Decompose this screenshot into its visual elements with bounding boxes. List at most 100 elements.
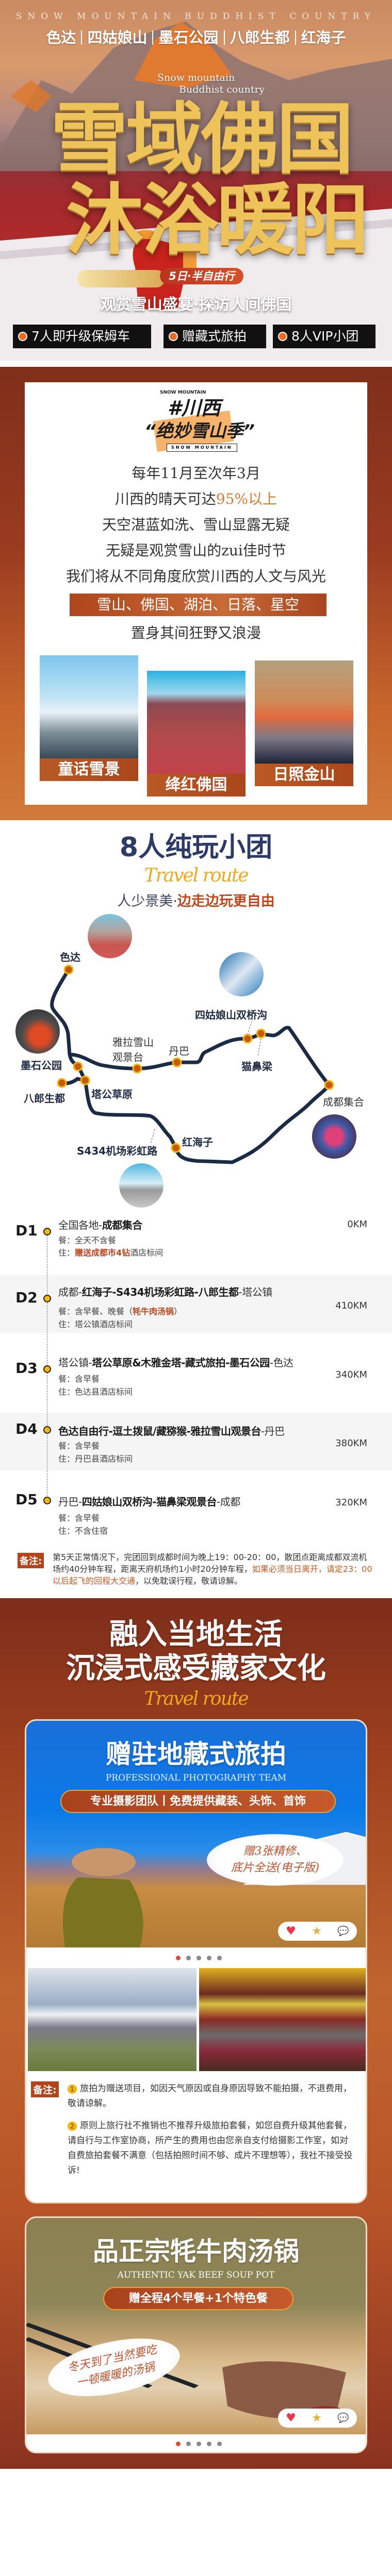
tibetan-portrait-photo — [26, 1721, 366, 1947]
hero-subtitle: 观赏雪山盛宴·探访人间佛国 — [100, 296, 292, 314]
day-meal: 餐：全天不含餐 — [58, 1233, 116, 1246]
label-line: 观景台 — [112, 1051, 143, 1063]
route-title: 8人纯玩小团 — [119, 832, 273, 863]
day-distance: 380KM — [335, 1438, 367, 1449]
day-title: 色达自由行-逗土拨鼠/藏猕猴-雅拉雪山观景台-丹巴 — [58, 1423, 285, 1438]
stop-seda-dot — [63, 964, 74, 975]
leader-lines — [150, 1018, 262, 1144]
carousel-dot[interactable] — [186, 2442, 191, 2446]
meal-text: ） — [174, 1307, 183, 1316]
map-label-siguniang: 四姑娘山双桥沟 — [195, 1009, 267, 1021]
intro-section: SNOW MOUNTAIN #川西 “绝妙雪山季” SNOW MOUNTAIN … — [0, 367, 392, 820]
feature-badge: 8人VIP小团 — [273, 325, 375, 348]
title-bold: 色达自由行-逗土拨鼠/藏猕猴-雅拉雪山观景台 — [58, 1425, 261, 1437]
title-part: -塔公镇 — [238, 1286, 272, 1298]
moshi-photo — [15, 1009, 60, 1054]
route-script-title: Travel route — [144, 865, 249, 886]
star-icon[interactable]: ★ — [312, 1925, 322, 1938]
logo-box-text: SNOW MOUNTAIN — [167, 444, 237, 452]
day-distance: 320KM — [335, 1497, 367, 1508]
intro-line: 无疑是观赏雪山的zui佳时节 — [106, 542, 286, 559]
carousel-dot[interactable] — [207, 2442, 211, 2446]
yak-soup-photo — [26, 2218, 366, 2434]
stay-label: 住： — [58, 1454, 75, 1464]
heart-icon[interactable]: ♥ — [286, 2412, 296, 2425]
bullet-dot-icon — [18, 332, 27, 341]
title-part: 成都- — [58, 1286, 82, 1298]
note-label: 备注: — [31, 2081, 59, 2097]
food-card-title: 品正宗牦牛肉汤锅 — [93, 2236, 299, 2266]
route-note: 第5天正常情况下，完团回到成都时间为晚上19：00-20：00，散团点距离成都双… — [53, 1551, 374, 1587]
separator — [152, 30, 154, 45]
comment-icon[interactable]: 💬 — [337, 2413, 349, 2424]
carousel-dot[interactable] — [176, 2442, 181, 2446]
intro-line: 置身其间狂野又浪漫 — [130, 624, 261, 641]
route-map-area: 色达 墨石公园 塔公草原 八郎生都 雅拉雪山观景台 丹巴 四姑娘山双桥沟 猫鼻梁… — [0, 774, 392, 1217]
star-icon[interactable]: ★ — [312, 2412, 322, 2425]
route-map — [50, 964, 334, 1164]
map-label-s434: S434机场彩虹路 — [77, 1145, 158, 1157]
reaction-bar: ♥ ★ 💬 — [278, 1922, 357, 1941]
day-row-highlight — [0, 1413, 392, 1471]
separator — [295, 30, 296, 45]
photo-card-subtitle: PROFESSIONAL PHOTOGRAPHY TEAM — [105, 1773, 287, 1783]
day-label: D5 — [15, 1491, 38, 1508]
carousel-dot[interactable] — [197, 2442, 201, 2446]
meal-label: 餐： — [58, 1374, 75, 1384]
stay-label: 住： — [58, 1319, 75, 1329]
map-label-danba: 丹巴 — [169, 1045, 189, 1057]
honghaizi-photo — [119, 1163, 164, 1208]
destination: 色达 — [46, 29, 76, 46]
title-bold: 成都集合 — [102, 1219, 143, 1231]
meal-label: 餐： — [58, 1441, 75, 1451]
highlight-band: 雪山、佛国、湖泊、日落、星空 — [70, 594, 326, 616]
day-distance: 410KM — [335, 1300, 367, 1311]
number-badge-icon: 2 — [68, 2122, 77, 2131]
travel-photo-card: 赠驻地藏式旅拍 PROFESSIONAL PHOTOGRAPHY TEAM 专业… — [25, 1719, 367, 2204]
map-label-seda: 色达 — [60, 951, 80, 963]
map-label-yala: 雅拉雪山观景台 — [112, 1034, 154, 1064]
carousel-dot[interactable] — [197, 1956, 201, 1960]
temple-portrait-photo — [199, 1968, 366, 2071]
photo-caption: 日照金山 — [255, 764, 353, 786]
carousel-dot[interactable] — [217, 1956, 222, 1960]
route-line — [50, 968, 331, 1164]
carousel-dot[interactable] — [207, 1956, 211, 1960]
snow-season-logo: SNOW MOUNTAIN #川西 “绝妙雪山季” SNOW MOUNTAIN — [139, 390, 255, 457]
comment-icon[interactable]: 💬 — [337, 1926, 349, 1937]
destination: 红海子 — [301, 29, 346, 46]
feature-badge: 7人即升级保姆车 — [13, 325, 151, 348]
timeline-dot — [43, 1497, 51, 1504]
photo-caption: 绛红佛国 — [147, 774, 246, 796]
carousel-dot[interactable] — [176, 1956, 181, 1960]
heart-icon[interactable]: ♥ — [286, 1925, 296, 1938]
carousel-dot[interactable] — [217, 2442, 222, 2446]
photo-snow-scene: 童话雪景 — [40, 655, 138, 781]
note-text: 第5天正常情况下，完团回到成都时间为晚上19：00-20：00，散团点距离成都双… — [53, 1552, 367, 1574]
english-title-line-1: Snow mountain — [157, 72, 235, 83]
photo-image — [147, 671, 246, 774]
eyebrow-text: SNOW MOUNTAIN BUDDHIST COUNTRY — [15, 11, 377, 22]
english-title-line-2: Buddhist country — [179, 84, 265, 95]
photo-card-pill: 专业摄影团队丨免费提供藏装、头饰、首饰 — [60, 1790, 336, 1813]
seda-photo — [88, 914, 132, 958]
destination: 四姑娘山 — [87, 29, 148, 46]
culture-title-2: 沉浸式感受藏家文化 — [66, 1652, 326, 1685]
stop-moshi-dot — [73, 1061, 83, 1072]
note-text: 原则上旅行社不推销也不推荐升级旅拍套餐，如您自费升级其他套餐，请自行与工作室协商… — [68, 2121, 353, 2176]
carousel-dot[interactable] — [186, 1956, 191, 1960]
yak-soup-card: 品正宗牦牛肉汤锅 AUTHENTIC YAK BEEF SOUP POT 赠全程… — [25, 2216, 367, 2453]
title-bold: 四姑娘山双桥沟-猫鼻梁观景台 — [81, 1496, 217, 1508]
route-section: 8人纯玩小团 Travel route 人少景美·边走边玩更自由 — [0, 820, 392, 1598]
separator — [223, 30, 225, 45]
map-label-balang: 八郎生都 — [24, 1092, 65, 1105]
title-part: -成都 — [217, 1496, 240, 1508]
bubble-line: 底片全送(电子版) — [231, 1861, 320, 1874]
day-distance: 340KM — [335, 1369, 367, 1380]
day-title: 成都-红海子-S434机场彩虹路-八郎生都-塔公镇 — [58, 1284, 272, 1299]
map-label-honghaizi: 红海子 — [182, 1136, 213, 1148]
day-meal: 餐：含早餐、晚餐（牦牛肉汤锅） — [58, 1304, 182, 1317]
day-meal: 餐：含早餐 — [58, 1511, 100, 1523]
day-title: 塔公镇-塔公草原&木雅金塔-藏式旅拍-墨石公园-色达 — [58, 1354, 293, 1369]
stop-danba-dot — [172, 1057, 182, 1067]
